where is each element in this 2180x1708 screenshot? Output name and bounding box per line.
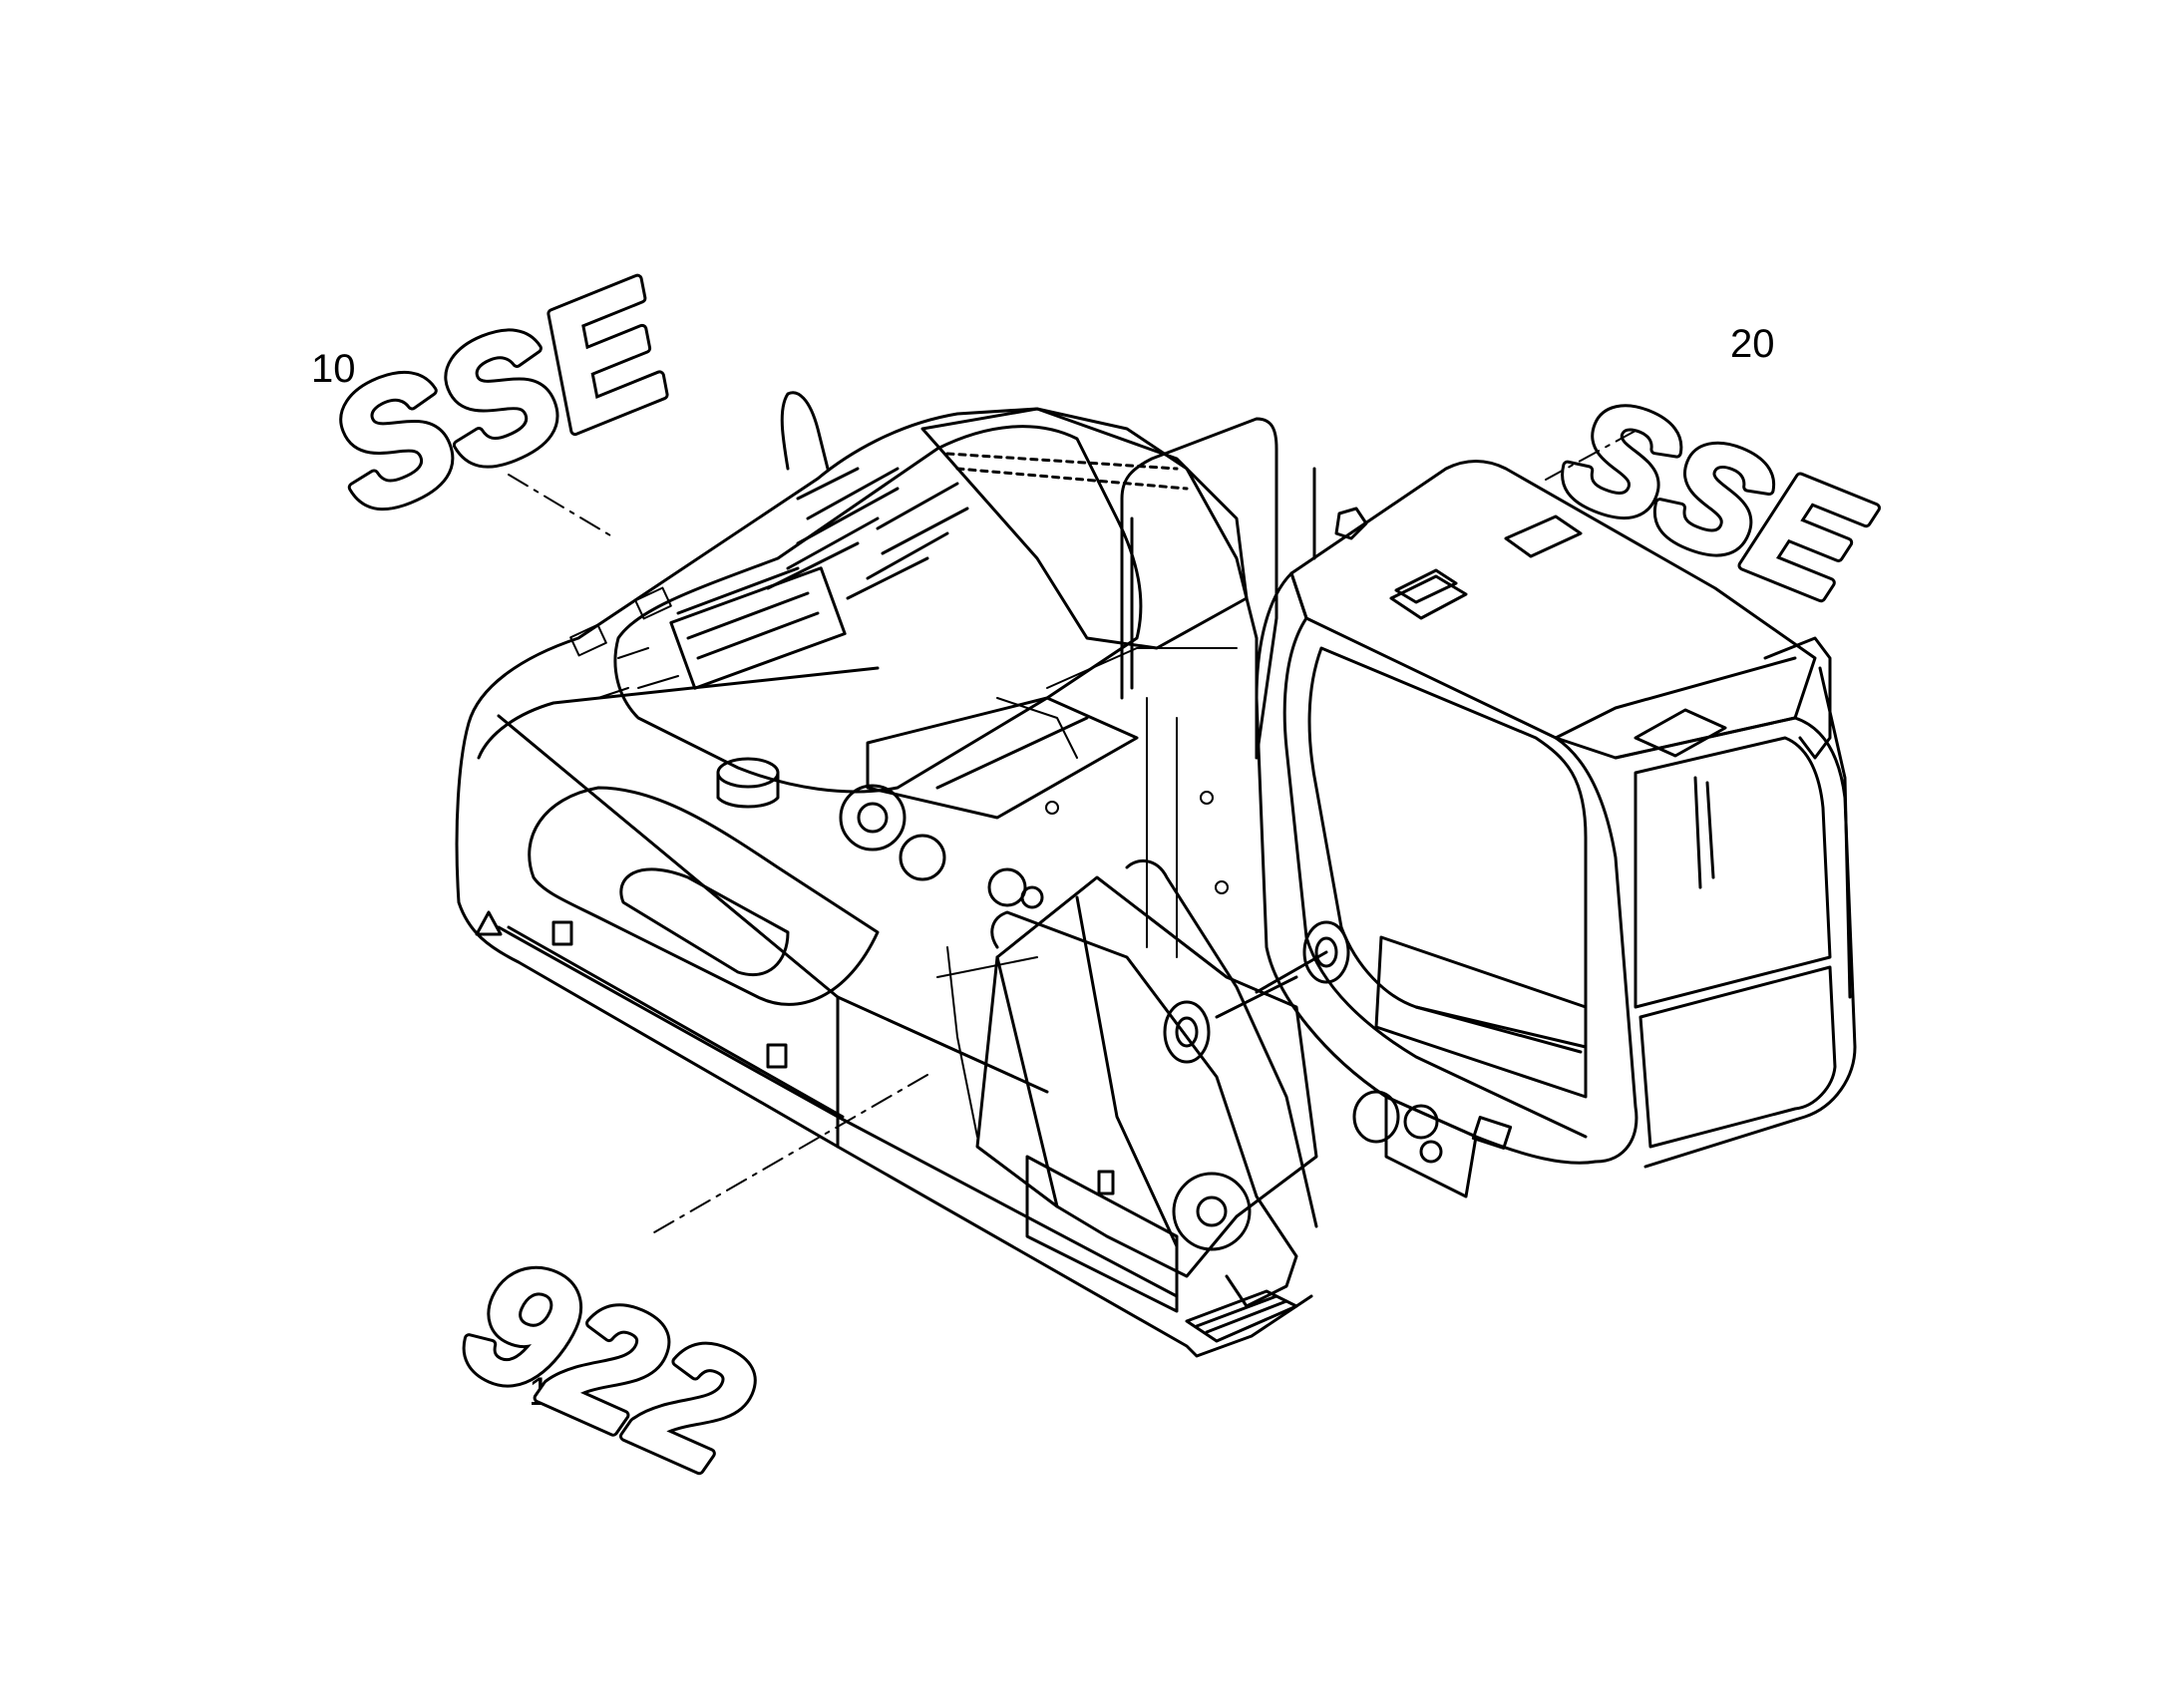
decal-right-art: SSE SSE: [1539, 359, 1894, 639]
upper-structure: [455, 391, 1313, 1358]
warning-triangle-icon: [475, 910, 503, 936]
roof-handle: [1634, 708, 1727, 758]
exhaust-pipe: [780, 391, 830, 471]
decal-left-text-inner: SSE: [305, 246, 695, 550]
leader-lines: [508, 430, 1636, 1233]
decal-bottom-text-inner: 922: [440, 1221, 775, 1510]
leader-line-left: [508, 474, 611, 536]
front-step: [1185, 1289, 1298, 1343]
pulley-wheel: [1172, 1172, 1252, 1251]
operator-cab: [1255, 460, 1857, 1198]
latch-2: [766, 1043, 788, 1069]
cab-front-window: [1634, 736, 1832, 1009]
decal-left-art: SSE SSE: [300, 240, 701, 555]
callout-10-top-left: 10: [311, 347, 356, 391]
cab-side-window: [1307, 646, 1588, 1049]
boom-foot: [975, 858, 1400, 1343]
cab-badge: [1471, 1116, 1513, 1150]
latch-1: [551, 920, 573, 946]
front-handrail: [990, 910, 1298, 1308]
detail-lines: [569, 586, 1238, 1138]
leader-line-right: [1545, 430, 1636, 481]
callout-10-bottom: 10: [529, 1370, 573, 1414]
handrail-top: [1120, 417, 1278, 760]
hood-vents: [669, 467, 969, 690]
callout-20-top-right: 20: [1730, 322, 1775, 366]
leader-line-bottom: [653, 1074, 928, 1233]
decal-right-text-inner: SSE: [1544, 364, 1888, 633]
decal-bottom-art: 922 922: [435, 1215, 781, 1515]
